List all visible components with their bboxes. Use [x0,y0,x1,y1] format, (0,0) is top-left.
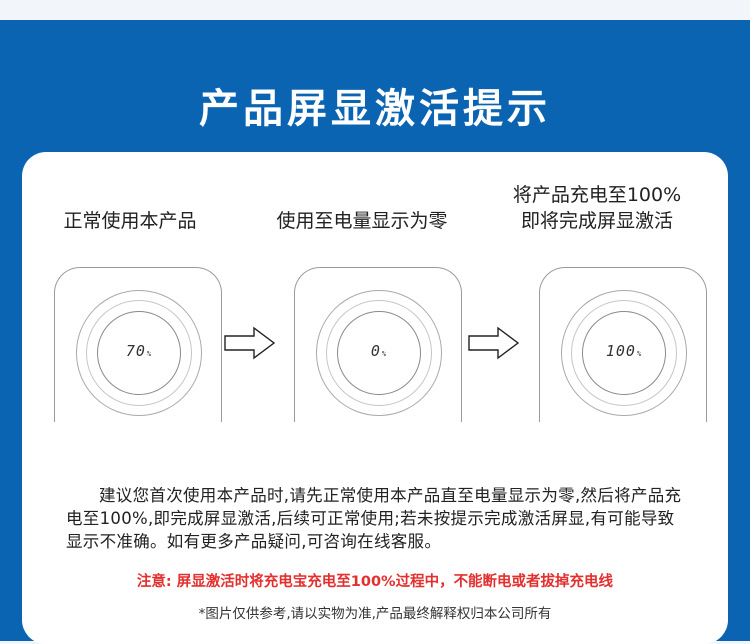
display-ring-middle [86,300,192,406]
image-disclaimer: *图片仅供参考,请以实物为准,产品最终解释权归本公司所有 [198,606,552,622]
battery-readout-3: 100% [562,342,686,360]
step-2-label-line1: 使用至电量显示为零 [276,210,448,232]
right-arrow-icon [468,326,520,360]
warning-notice: 注意: 屏显激活时将充电宝充电至100%过程中，不能断电或者拔掉充电线 [136,574,614,590]
display-ring-middle [326,300,432,406]
step-2-label: 使用至电量显示为零 [262,208,462,234]
battery-unit-2: % [381,350,388,358]
power-bank-device-2: 0% [294,267,462,422]
display-ring-outer: 0% [316,290,442,416]
display-ring-inner [582,311,666,395]
display-ring-inner [337,311,421,395]
activation-description: 建议您首次使用本产品时,请先正常使用本产品直至电量显示为零,然后将产品充电至10… [66,486,682,551]
display-ring-inner [97,311,181,395]
battery-readout-2: 0% [317,342,441,360]
power-bank-device-1: 70% [54,267,222,422]
battery-value-3: 100 [605,342,636,360]
battery-value-2: 0 [370,342,381,360]
battery-value-1: 70 [125,342,146,360]
display-ring-outer: 70% [76,290,202,416]
display-ring-outer: 100% [561,290,687,416]
step-1-label-line1: 正常使用本产品 [63,210,197,232]
display-ring-middle [571,300,677,406]
step-3-label: 将产品充电至100% 即将完成屏显激活 [492,182,702,234]
right-arrow-icon [224,326,276,360]
power-bank-device-3: 100% [539,267,707,422]
content-card: 正常使用本产品 使用至电量显示为零 将产品充电至100% 即将完成屏显激活 70… [22,152,728,644]
battery-unit-3: % [636,350,643,358]
battery-unit-1: % [146,350,153,358]
step-3-label-line1: 将产品充电至100% [512,184,682,206]
step-1-label: 正常使用本产品 [50,208,210,234]
step-3-label-line2: 即将完成屏显激活 [520,210,673,232]
banner-background: 产品屏显激活提示 正常使用本产品 使用至电量显示为零 将产品充电至100% 即将… [0,20,750,644]
page-title: 产品屏显激活提示 [199,86,551,132]
battery-readout-1: 70% [77,342,201,360]
